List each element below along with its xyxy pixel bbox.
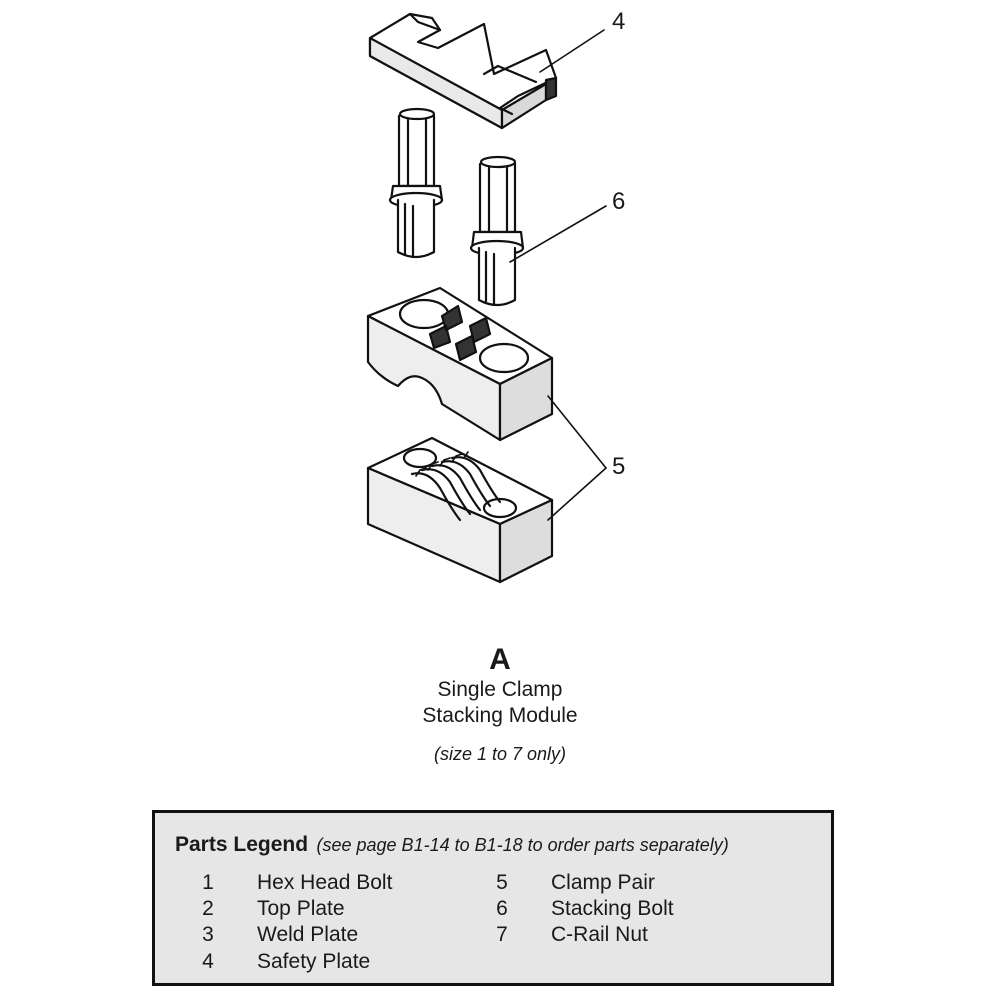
legend-item-name: C-Rail Nut bbox=[551, 923, 648, 946]
safety-plate-part bbox=[368, 12, 558, 130]
parts-legend-box: Parts Legend (see page B1-14 to B1-18 to… bbox=[152, 810, 834, 986]
legend-item-name: Safety Plate bbox=[257, 950, 371, 973]
legend-item-number: 1 bbox=[202, 871, 214, 894]
legend-item-number: 5 bbox=[496, 871, 508, 894]
legend-item-name: Top Plate bbox=[257, 897, 345, 920]
leader-lines bbox=[509, 29, 607, 521]
legend-item-name: Stacking Bolt bbox=[551, 897, 674, 920]
parts-legend-note: (see page B1-14 to B1-18 to order parts … bbox=[316, 835, 729, 855]
parts-legend-heading: Parts Legend (see page B1-14 to B1-18 to… bbox=[175, 833, 729, 857]
callout-4: 4 bbox=[612, 8, 625, 35]
exploded-assembly-drawing: 4 6 5 bbox=[366, 8, 625, 584]
legend-item-number: 6 bbox=[496, 897, 508, 920]
figure-size-note: (size 1 to 7 only) bbox=[433, 744, 567, 764]
stacking-bolt-left bbox=[388, 107, 444, 259]
legend-item-number: 2 bbox=[202, 897, 214, 920]
stacking-bolt-right bbox=[469, 155, 525, 307]
figure-letter: A bbox=[489, 643, 511, 676]
legend-item-number: 7 bbox=[496, 923, 508, 946]
legend-item-name: Weld Plate bbox=[257, 923, 359, 946]
figure-caption-line-2: Stacking Module bbox=[422, 704, 578, 727]
legend-item-name: Clamp Pair bbox=[551, 871, 655, 894]
legend-item-name: Hex Head Bolt bbox=[257, 871, 393, 894]
callout-5: 5 bbox=[612, 453, 625, 480]
callout-6: 6 bbox=[612, 188, 625, 215]
clamp-upper-half bbox=[366, 286, 554, 442]
parts-legend-title: Parts Legend bbox=[175, 833, 309, 856]
legend-item-number: 3 bbox=[202, 923, 214, 946]
figure-caption-line-1: Single Clamp bbox=[437, 678, 563, 701]
clamp-lower-half bbox=[366, 436, 554, 584]
legend-item-number: 4 bbox=[202, 950, 214, 973]
